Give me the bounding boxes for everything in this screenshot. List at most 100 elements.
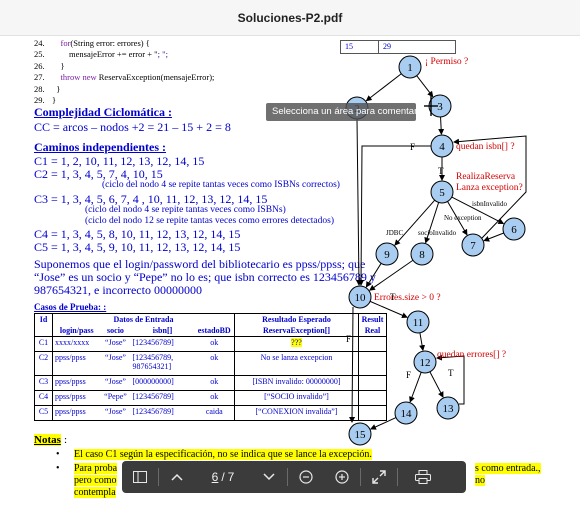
page-indicator[interactable]: 6 / 7: [211, 470, 235, 484]
graph-node-6: [502, 217, 526, 241]
assumption-line-1: Suponemos que el login/password del bibl…: [34, 257, 366, 271]
total-pages: 7: [227, 470, 235, 484]
pdf-toolbar: 6 / 7: [122, 461, 466, 493]
graph-edge: [365, 263, 382, 288]
graph-node-label: 3: [437, 101, 443, 113]
graph-label-isbninvalido: isbnInvalido: [472, 200, 507, 208]
graph-node-label: 14: [401, 408, 413, 420]
graph-label-f: F: [410, 142, 415, 152]
code-line: 24. for(String error: errores) {: [34, 38, 150, 48]
col-real: Result: [358, 313, 387, 325]
graph-node-7: [461, 233, 485, 257]
graph-label-noexception: No exception: [444, 214, 482, 222]
table-cell: ok: [194, 336, 235, 352]
note-1: • El caso C1 según la especificación, no…: [56, 449, 372, 460]
graph-label-t: T: [390, 292, 396, 302]
graph-label-errores: Errores.size > 0 ?: [374, 293, 441, 303]
path-c2-note: (ciclo del nodo 4 se repite tantas veces…: [102, 180, 340, 190]
graph-edge: [447, 201, 468, 236]
path-c4: C4 = 1, 3, 4, 5, 8, 10, 11, 12, 13, 12, …: [34, 227, 241, 241]
graph-label-f: F: [406, 370, 411, 380]
graph-edge: [358, 145, 431, 286]
table-cell: “Pepe”: [100, 390, 131, 406]
graph-label-socioinvalido: socioInvalido: [418, 229, 457, 237]
graph-label-realiza2: Lanza exception?: [456, 183, 523, 193]
note-2: • Para proba: [56, 463, 118, 474]
expand-icon: [372, 470, 386, 484]
note-3: pero como: [74, 475, 117, 486]
table-cell: [123456789]: [130, 390, 195, 406]
graph-label-isbn: quedan isbn[] ?: [456, 142, 515, 152]
printer-icon: [415, 470, 431, 484]
next-page-button[interactable]: [251, 461, 287, 493]
graph-edge: [355, 118, 362, 286]
fullscreen-button[interactable]: [361, 461, 397, 493]
pdf-page[interactable]: 24. for(String error: errores) {25. mens…: [0, 36, 580, 505]
table-cell: ok: [194, 390, 235, 406]
zoom-in-button[interactable]: [324, 461, 360, 493]
cases-heading: Casos de Prueba: :: [34, 302, 107, 312]
table-cell: “Jose”: [100, 405, 131, 421]
graph-node-label: 13: [443, 403, 455, 415]
graph-label-permiso: ¡ Permiso ?: [425, 57, 468, 67]
graph-node-label: 12: [420, 357, 431, 369]
col-socio: socio: [100, 325, 131, 337]
code-line: 27. throw new ReservaException(mensajeEr…: [34, 72, 215, 83]
toolbar-divider: [158, 468, 159, 486]
crosshair-cursor-icon: [424, 96, 438, 116]
table-cell: C2: [34, 351, 53, 376]
col-isbn: isbn[]: [130, 325, 195, 337]
prev-page-button[interactable]: [159, 461, 195, 493]
zoom-out-button[interactable]: [288, 461, 324, 493]
graph-label-realiza1: RealizaReserva: [456, 172, 516, 182]
table-cell: “Jose”: [100, 351, 131, 376]
graph-node-label: 6: [511, 224, 517, 236]
table-cell: [123456789]: [130, 336, 195, 352]
sidebar-toggle-button[interactable]: [122, 461, 158, 493]
table-cell: C4: [34, 390, 53, 406]
notes-colon: :: [64, 434, 68, 446]
assumption-line-2: “Jose” es un socio y “Pepe” no lo es; qu…: [34, 270, 376, 284]
graph-node-label: 10: [355, 292, 367, 304]
col-login: login/pass: [52, 325, 101, 337]
graph-node-label: 1: [407, 62, 413, 74]
print-button[interactable]: [398, 461, 448, 493]
graph-node-label: 7: [470, 240, 476, 252]
graph-label-jdbc: JDBC: [386, 229, 403, 237]
col-entrada: Datos de Entrada: [52, 313, 235, 325]
code-line: 26. }: [34, 60, 65, 71]
graph-node-9: [375, 242, 399, 266]
graph-edge: [483, 232, 504, 242]
graph-node-label: 4: [439, 141, 445, 153]
notes-heading: Notas: [34, 434, 61, 446]
graph-edge: [409, 372, 422, 403]
window-title: Soluciones-P2.pdf: [237, 10, 343, 25]
graph-edge: [436, 354, 465, 405]
code-line: 29.}: [34, 95, 57, 106]
top-table-fragment: 15 29: [340, 40, 456, 54]
table-cell: [123456789]: [130, 405, 195, 421]
code-line: 25. mensajeError += error + "; ";: [34, 49, 168, 60]
path-c3-note1: (ciclo del nodo 4 se repite tantas veces…: [85, 205, 286, 215]
graph-label-t: T: [448, 368, 454, 378]
table-cell: ppss/ppss: [52, 405, 101, 421]
table-cell: [358, 405, 387, 421]
chevron-up-icon: [171, 473, 183, 481]
graph-edge: [394, 199, 436, 246]
toolbar-divider: [360, 468, 361, 486]
graph-edge: [451, 196, 505, 224]
table-cell: [123456789, 987654321]: [130, 351, 195, 376]
graph-edge: [370, 417, 397, 430]
graph-edge: [365, 73, 402, 102]
current-page-input[interactable]: 6: [211, 470, 219, 484]
path-c5: C5 = 1, 3, 4, 5, 9, 10, 11, 12, 13, 12, …: [34, 240, 241, 254]
graph-node-11: [406, 310, 430, 334]
graph-edge: [424, 202, 440, 244]
graph-node-label: 8: [419, 249, 425, 261]
table-cell: No se lanza excepcion: [234, 351, 359, 376]
graph-label-f: F: [346, 334, 351, 344]
graph-edge: [453, 135, 527, 239]
